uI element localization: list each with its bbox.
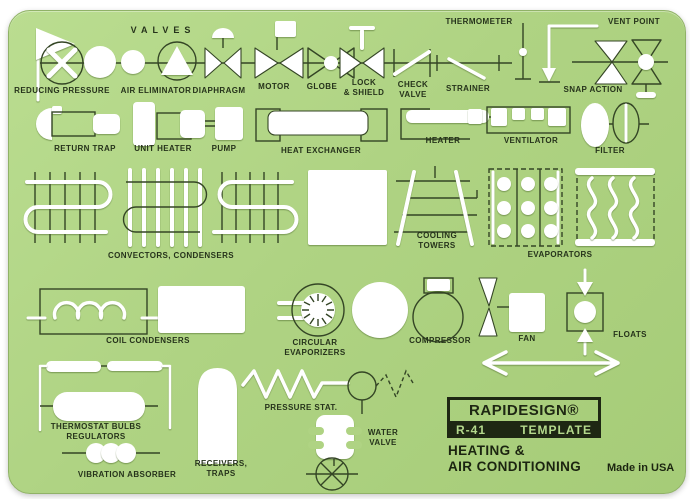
label-diaphragm: DIAPHRAGM bbox=[192, 86, 246, 95]
cooling-tower-cutout bbox=[394, 166, 478, 246]
plain-circle-cutout bbox=[352, 282, 408, 338]
evaporator-wavy-cutout bbox=[575, 168, 655, 246]
triangle-valve-cutout bbox=[157, 41, 197, 81]
convector-coil-cutout-2 bbox=[122, 168, 208, 247]
motor-valve-cutout bbox=[254, 21, 304, 79]
model-type: TEMPLATE bbox=[520, 422, 592, 437]
label-ventilator: VENTILATOR bbox=[503, 136, 559, 145]
label-filter: FILTER bbox=[595, 146, 625, 155]
label-strainer: STRAINER bbox=[445, 84, 491, 93]
angle-valve-cutout bbox=[631, 39, 662, 98]
label-pressure-stat: PRESSURE STAT. bbox=[264, 403, 338, 412]
label-floats: FLOATS bbox=[613, 330, 647, 339]
heat-exchanger-cutout bbox=[255, 108, 388, 142]
check-valve-cutout bbox=[393, 49, 431, 77]
unit-heater-cutout bbox=[133, 102, 205, 146]
label-lock-shield: LOCK & SHIELD bbox=[343, 78, 385, 97]
thermostat-bulb-cutouts bbox=[38, 361, 172, 432]
filter-cutout bbox=[581, 102, 649, 147]
label-motor: MOTOR bbox=[258, 82, 290, 91]
label-thermometer: THERMOMETER bbox=[445, 17, 513, 26]
label-receivers-traps: RECEIVERS, TRAPS bbox=[194, 459, 248, 478]
label-vibration-absorber: VIBRATION ABSORBER bbox=[77, 470, 177, 479]
product-title: HEATING & AIR CONDITIONING bbox=[448, 443, 582, 475]
label-valves: VALVES bbox=[130, 25, 196, 35]
flag-point-cutout bbox=[36, 28, 75, 102]
label-evaporators: EVAPORATORS bbox=[527, 250, 593, 259]
label-compressor: COMPRESSOR bbox=[409, 336, 471, 345]
air-eliminator-cutout bbox=[84, 46, 145, 78]
brand-logo: RAPIDESIGN® bbox=[447, 397, 601, 424]
label-fan: FAN bbox=[518, 334, 536, 343]
label-circular-evaporizers: CIRCULAR EVAPORIZERS bbox=[284, 338, 346, 357]
pressure-stat-cutout bbox=[241, 369, 414, 414]
ventilator-cutout bbox=[468, 106, 571, 134]
label-reducing-pressure: REDUCING PRESSURE bbox=[14, 86, 110, 95]
thermometer-cutout bbox=[515, 23, 531, 80]
label-unit-heater: UNIT HEATER bbox=[134, 144, 192, 153]
vibration-absorber-cutout bbox=[62, 443, 160, 463]
circle-x-valve-cutout bbox=[306, 457, 358, 491]
receiver-trap-cutout bbox=[198, 368, 237, 464]
coil-condenser-cutout bbox=[26, 288, 160, 335]
label-globe: GLOBE bbox=[306, 82, 338, 91]
blank-square-cutout bbox=[308, 170, 387, 245]
circular-evaporizer-cutout bbox=[277, 283, 345, 337]
return-trap-cutout bbox=[36, 106, 120, 140]
vent-point-cutout bbox=[539, 24, 599, 83]
heater-cutout bbox=[400, 108, 497, 140]
floats-cutout bbox=[566, 268, 604, 356]
pump-cutout bbox=[205, 107, 243, 140]
evaporator-grid-cutout bbox=[488, 168, 563, 247]
label-air-eliminator: AIR ELIMINATOR bbox=[120, 86, 192, 95]
label-heat-exchanger: HEAT EXCHANGER bbox=[280, 146, 362, 155]
label-check-valve: CHECK VALVE bbox=[397, 80, 429, 99]
label-heater: HEATER bbox=[425, 136, 461, 145]
water-valve-cutout bbox=[308, 415, 362, 466]
label-convectors-condensers: CONVECTORS, CONDENSERS bbox=[107, 251, 235, 260]
lock-shield-valve-cutout bbox=[339, 26, 385, 79]
white-rect-cutout bbox=[158, 286, 245, 333]
label-vent-point: VENT POINT bbox=[607, 17, 661, 26]
label-water-valve: WATER VALVE bbox=[367, 428, 399, 447]
convector-coil-cutout-3 bbox=[212, 172, 299, 243]
label-thermostat-bulbs: THERMOSTAT BULBS REGULATORS bbox=[50, 422, 142, 441]
model-bar: R-41 TEMPLATE bbox=[447, 421, 601, 438]
label-cooling-towers: COOLING TOWERS bbox=[416, 231, 458, 250]
made-in-label: Made in USA bbox=[607, 462, 675, 474]
double-arrow-cutout bbox=[482, 350, 620, 376]
compressor-cutout bbox=[412, 277, 464, 343]
fan-cutout bbox=[478, 277, 545, 337]
label-pump: PUMP bbox=[211, 144, 237, 153]
diaphragm-valve-cutout bbox=[204, 28, 242, 79]
label-snap-action: SNAP ACTION bbox=[563, 85, 623, 94]
thermostat-capsule-cutout bbox=[40, 392, 158, 421]
label-coil-condensers: COIL CONDENSERS bbox=[106, 336, 190, 345]
model-number: R-41 bbox=[456, 422, 487, 437]
strainer-cutout bbox=[436, 55, 500, 80]
label-return-trap: RETURN TRAP bbox=[54, 144, 116, 153]
reducing-pressure-valve-cutout bbox=[40, 41, 84, 85]
convector-coil-cutout-1 bbox=[23, 172, 113, 243]
